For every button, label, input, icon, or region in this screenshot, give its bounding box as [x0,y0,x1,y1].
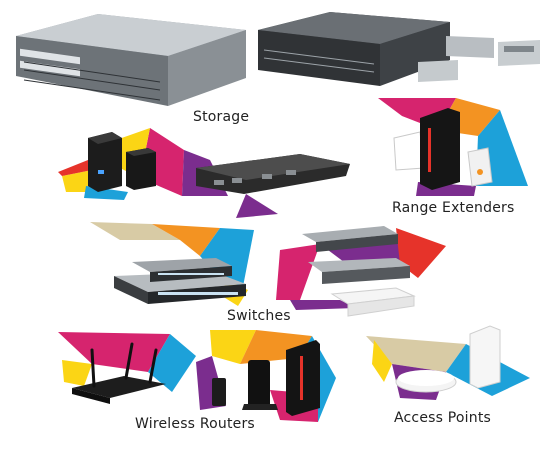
caption-storage: Storage [193,109,250,125]
switch-chassis-gray-icon [16,14,246,106]
caption-range-extenders: Range Extenders [392,200,515,216]
range-extenders-graphic [378,98,528,196]
storage-graphic [58,128,350,218]
caption-access-points: Access Points [394,410,492,426]
wireless-routers-graphic [58,330,336,422]
switch-chassis-dark-icon [258,12,540,86]
switches-graphic [90,222,446,317]
caption-wireless-routers: Wireless Routers [135,416,255,432]
caption-switches: Switches [227,308,291,324]
access-points-graphic [366,325,530,400]
